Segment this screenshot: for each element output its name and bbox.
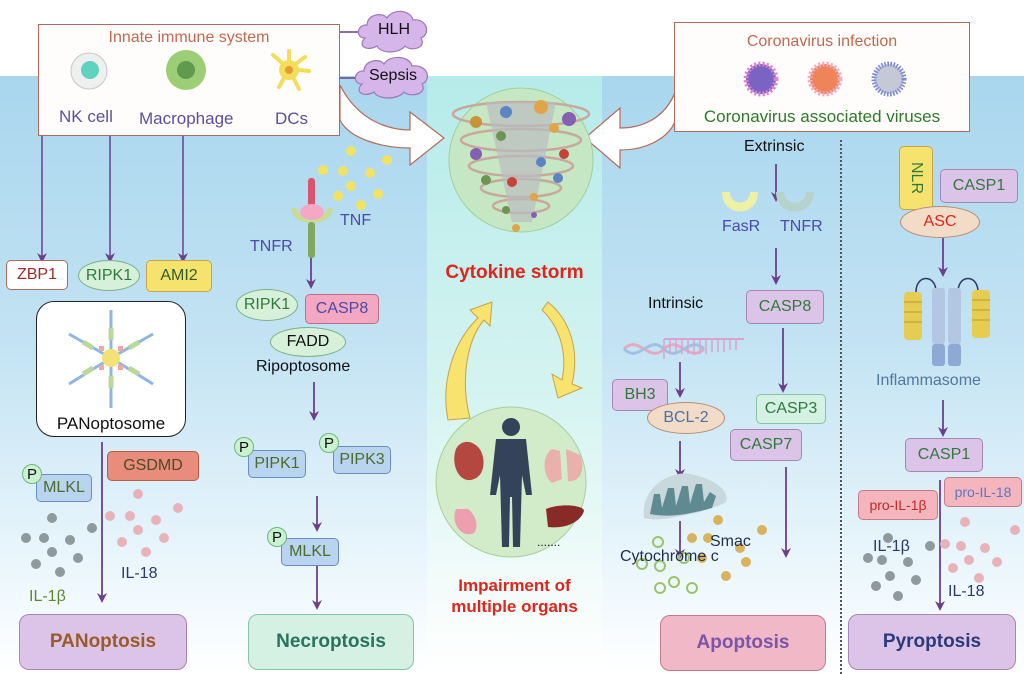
tnfr-label: TNFR [250, 238, 293, 255]
pyro-casp1-top-box: CASP1 [940, 169, 1018, 203]
pyro-il1b-particles-icon [863, 533, 935, 601]
casp3-box: CASP3 [756, 394, 826, 424]
macrophage-icon [166, 50, 206, 90]
ripk1-oval: RIPK1 [78, 260, 140, 291]
apo-casp8-box: CASP8 [746, 290, 824, 324]
cytochrome-c-label: Cytochrome c [620, 548, 719, 565]
apo-tnfr-label: TNFR [780, 218, 823, 235]
nk-cell-label: NK cell [59, 107, 113, 126]
necro-ripk1-oval: RIPK1 [236, 289, 298, 321]
tnfr-receptor-icon [291, 178, 333, 258]
coronavirus-subtitle: Coronavirus associated viruses [703, 107, 941, 126]
sepsis-label: Sepsis [368, 67, 418, 84]
mitochondria-icon [643, 473, 727, 520]
pyro-il18-label: IL-18 [948, 583, 985, 600]
fasr-label: FasR [722, 218, 761, 235]
innate-immune-system-card: Innate immune system NK cell Macrophage … [38, 24, 340, 136]
virus-icon [743, 61, 779, 97]
ami2-box: AMI2 [146, 260, 212, 292]
il1b-label: IL-1β [29, 588, 66, 605]
multiple-organs-icon [435, 406, 587, 558]
panoptosis-outcome: PANoptosis [19, 614, 187, 670]
inflammasome-icon [904, 277, 990, 366]
kidney-icon [454, 509, 477, 535]
virus-icon [807, 61, 843, 97]
extrinsic-label: Extrinsic [744, 138, 805, 155]
gsdmd-box: GSDMD [107, 451, 199, 481]
organs-label-line2: multiple organs [451, 597, 578, 616]
necro-casp8-box: CASP8 [305, 294, 379, 324]
intrinsic-label: Intrinsic [648, 295, 704, 312]
nlr-label: NLR [908, 161, 926, 195]
pyroptosis-outcome: Pyroptosis [848, 614, 1016, 670]
tnf-label: TNF [340, 212, 372, 229]
pro-il1b-box: pro-IL-1β [858, 490, 938, 520]
liver-icon [546, 505, 584, 528]
pyro-il1b-label: IL-1β [873, 538, 910, 555]
coronavirus-card: Coronavirus infection Coronavirus associ… [674, 22, 970, 132]
pyro-casp1-box: CASP1 [905, 438, 983, 472]
left-curved-arrow [339, 84, 445, 167]
cycle-arrow-down [541, 301, 584, 399]
dna-icon [622, 338, 744, 359]
il18-particles-icon [105, 489, 183, 557]
apoptosis-outcome: Apoptosis [660, 615, 826, 671]
heart-icon [454, 441, 484, 481]
phospho-badge: P [234, 437, 254, 457]
right-curved-arrow [584, 89, 677, 170]
casp7-box: CASP7 [730, 429, 802, 461]
il18-label: IL-18 [121, 565, 158, 582]
phospho-badge: P [319, 433, 339, 453]
organs-ellipsis: ....... [537, 535, 561, 549]
dcs-label: DCs [275, 109, 309, 128]
panoptosome-label: PANoptosome [56, 414, 166, 433]
fadd-oval: FADD [270, 327, 346, 357]
nlr-box: NLR [899, 146, 933, 210]
virus-icon [871, 61, 907, 97]
ripoptosome-label: Ripoptosome [256, 358, 351, 375]
dendritic-cell-icon [271, 49, 311, 91]
il1b-particles-icon [21, 513, 97, 577]
zbp1-box: ZBP1 [6, 260, 68, 290]
pro-il18-box: pro-IL-18 [944, 477, 1022, 507]
hlh-label: HLH [377, 21, 410, 38]
inflammasome-label: Inflammasome [876, 372, 981, 389]
lungs-icon [544, 449, 583, 483]
pyro-il18-particles-icon [940, 517, 1020, 583]
smac-label: Smac [710, 533, 751, 550]
cloud-shape-icon [354, 56, 429, 99]
apoptosis-pyroptosis-divider [840, 140, 842, 674]
sepsis-cloud: Sepsis [352, 54, 434, 99]
pipk1-box: PIPK1 [248, 450, 306, 478]
tnf-particles-icon [318, 146, 392, 210]
necro-mlkl-box: MLKL [281, 538, 339, 566]
organs-label-line1: Impairment of [458, 576, 571, 595]
panoptosome-box: PANoptosome [36, 301, 186, 437]
coronavirus-title: Coronavirus infection [746, 33, 898, 50]
hlh-cloud: HLH [355, 8, 433, 53]
cytokine-storm-label: Cytokine storm [445, 262, 584, 283]
phospho-badge: P [267, 527, 287, 547]
necroptosis-outcome: Necroptosis [248, 614, 414, 670]
cytochrome-smac-particles-icon [636, 515, 767, 594]
mlkl-box: MLKL [36, 474, 92, 502]
phospho-badge: P [22, 464, 42, 484]
death-receptors-icon [722, 192, 814, 212]
bh3-box: BH3 [612, 379, 668, 411]
pipk3-box: PIPK3 [333, 446, 391, 474]
asc-oval: ASC [900, 206, 980, 238]
panoptosome-complex-icon [68, 310, 154, 408]
cloud-shape-icon [357, 10, 428, 53]
bcl2-oval: BCL-2 [647, 402, 725, 434]
macrophage-label: Macrophage [139, 109, 234, 128]
innate-immune-title: Innate immune system [108, 29, 270, 46]
cytokine-storm-tornado-icon [448, 87, 594, 233]
nk-cell-icon [70, 52, 108, 90]
cycle-arrow-up [445, 301, 493, 421]
